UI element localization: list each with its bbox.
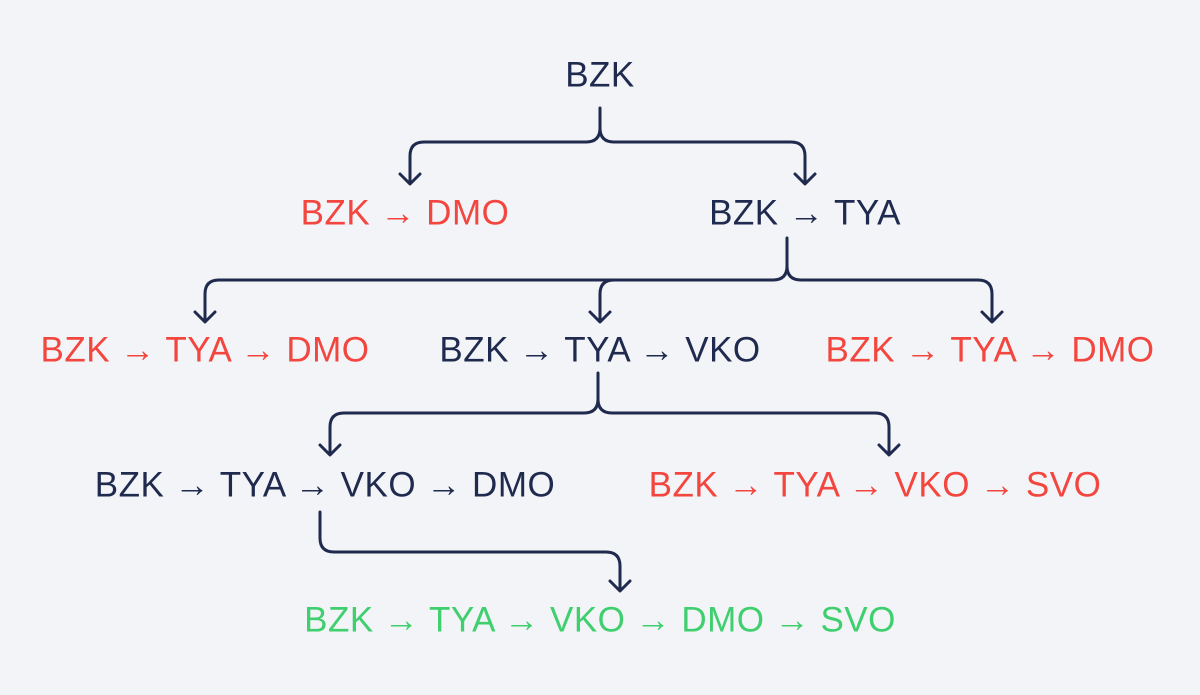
edge-bzk-tya-to-vko [598,278,616,323]
node-bzk-dmo: BZK → DMO [300,193,510,233]
edge-root-to-bzk-tya [598,126,807,185]
node-bzk-tya: BZK → TYA [709,193,901,233]
edge-bzk-tya-to-right-dmo [785,264,994,323]
node-bzk-tya-vko-dmo-svo: BZK → TYA → VKO → DMO → SVO [304,600,896,640]
arrowhead-icon [193,310,217,324]
edge-vko-to-vko-svo [596,397,891,456]
arrowhead-icon [877,443,901,457]
edge-vko-to-vko-dmo [328,371,600,456]
node-bzk-tya-vko: BZK → TYA → VKO [439,330,761,370]
edge-bzk-tya-to-left-dmo [203,236,789,323]
arrowhead-icon [980,310,1004,324]
arrowhead-icon [588,310,612,324]
node-bzk-tya-dmo-right: BZK → TYA → DMO [825,330,1155,370]
edge-vko-dmo-to-goal [318,510,622,592]
arrowhead-icon [608,579,632,593]
node-bzk-tya-vko-svo: BZK → TYA → VKO → SVO [648,465,1102,505]
arrowhead-icon [398,172,422,186]
arrowhead-icon [318,443,342,457]
node-bzk-tya-vko-dmo: BZK → TYA → VKO → DMO [94,465,556,505]
arrowhead-icon [793,172,817,186]
node-root: BZK [565,55,635,95]
node-bzk-tya-dmo-left: BZK → TYA → DMO [40,330,370,370]
edge-root-to-bzk-dmo [408,106,602,185]
